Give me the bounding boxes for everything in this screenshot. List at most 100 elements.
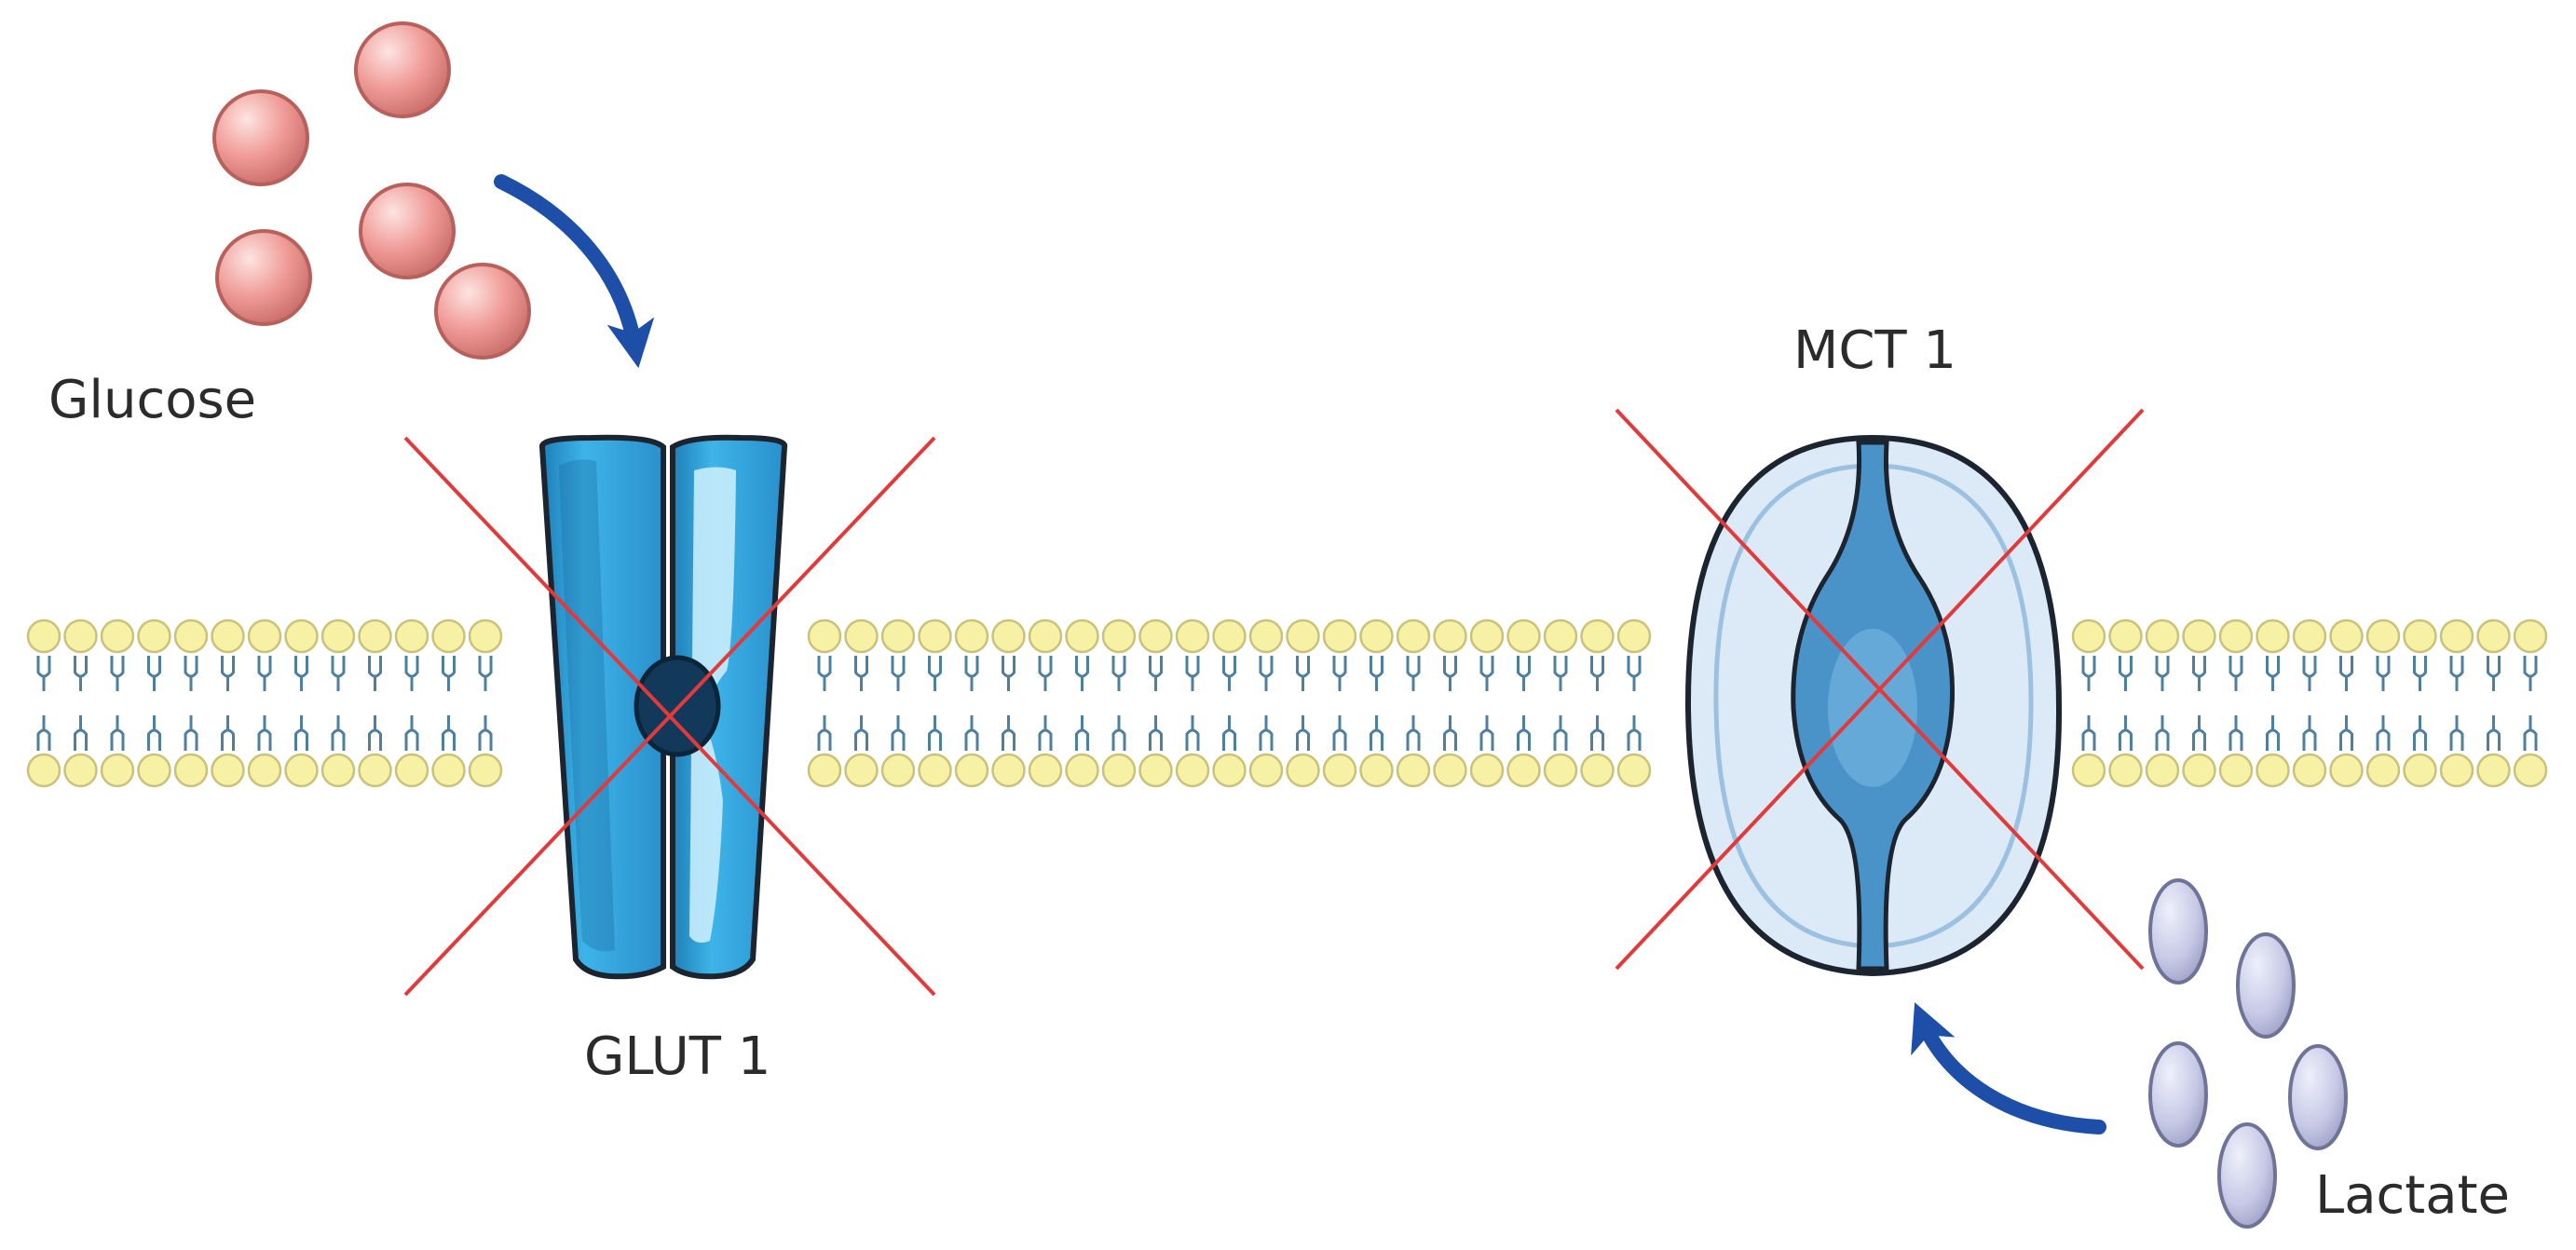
lipid-head: [137, 753, 171, 788]
lipid-tail: [294, 656, 308, 691]
lipid-head: [807, 753, 842, 788]
lipid-tail: [1553, 715, 1568, 751]
lipid-tail: [1185, 715, 1200, 751]
lipid-head: [247, 753, 282, 788]
lipid-head: [2439, 753, 2474, 788]
lipid-head: [2403, 753, 2437, 788]
lipid-head: [2256, 618, 2290, 654]
lipid-tail: [964, 715, 979, 751]
lipid-tail: [1627, 656, 1642, 691]
lipid-head: [137, 618, 171, 654]
lipid-tail: [368, 656, 382, 691]
lipid-tail: [1222, 715, 1236, 751]
lipid-head: [1175, 618, 1210, 654]
lipid-head: [1433, 753, 1467, 788]
lipid-head: [173, 753, 209, 788]
lipid-tail: [1296, 656, 1310, 691]
lipid-tail: [1479, 656, 1494, 691]
lipid-head: [468, 618, 503, 654]
lipid-tail: [2449, 715, 2464, 751]
lipid-tail: [221, 715, 235, 751]
lipid-head: [1065, 753, 1099, 788]
lipid-tail: [257, 715, 272, 751]
lipid-tail: [1406, 715, 1421, 751]
lipid-tail: [2155, 715, 2170, 751]
lipid-head: [2071, 618, 2106, 654]
lipid-tail: [2339, 656, 2353, 691]
lipid-head: [1359, 618, 1394, 654]
lipid-head: [2513, 753, 2548, 788]
lipid-tail: [2413, 715, 2427, 751]
lipid-head: [1101, 618, 1137, 654]
lipid-head: [954, 753, 989, 788]
lipid-tail: [184, 656, 198, 691]
lipid-head: [173, 618, 209, 654]
lipid-head: [1616, 618, 1652, 654]
lactate-molecule: [2148, 1041, 2208, 1148]
lipid-tail: [2228, 656, 2243, 691]
lipid-head: [2108, 753, 2143, 788]
lipid-head: [2365, 618, 2401, 654]
glucose-label: Glucose: [48, 370, 256, 430]
lipid-head: [918, 753, 952, 788]
lipid-tail: [2119, 656, 2133, 691]
lactate-label: Lactate: [2315, 1165, 2510, 1226]
lipid-head: [394, 618, 429, 654]
lipid-head: [1616, 753, 1652, 788]
lipid-tail: [1443, 715, 1457, 751]
red-x-cross-icon: [1615, 408, 2145, 971]
lipid-head: [211, 618, 245, 654]
lipid-head: [1101, 753, 1137, 788]
lipid-tail: [1002, 656, 1015, 691]
lipid-bilayer: [26, 618, 2548, 788]
lipid-head: [844, 618, 879, 654]
lipid-tail: [442, 715, 456, 751]
lipid-head: [1543, 753, 1578, 788]
lipid-head: [2365, 753, 2401, 788]
lipid-head: [844, 753, 879, 788]
glut1-highlight: [689, 467, 736, 944]
lipid-tail: [2266, 656, 2280, 691]
lipid-head: [2329, 618, 2364, 654]
lipid-tail: [36, 656, 51, 691]
lipid-tail: [1406, 656, 1421, 691]
lipid-head: [63, 618, 98, 654]
lipid-tail: [2449, 656, 2464, 691]
lipid-head: [1286, 618, 1320, 654]
lipid-tail: [817, 656, 832, 691]
curved-arrow-icon: [1911, 1002, 2106, 1135]
lipid-tail: [404, 656, 419, 691]
lipid-head: [1212, 618, 1247, 654]
lipid-tail: [1002, 715, 1015, 751]
lactate-molecules: [2148, 878, 2348, 1229]
lipid-tail: [257, 656, 272, 691]
lipid-head: [1580, 618, 1615, 654]
lipid-tail: [2081, 656, 2096, 691]
lipid-tail: [1038, 715, 1053, 751]
lipid-head: [284, 618, 319, 654]
lipid-tail: [1590, 656, 1604, 691]
lipid-head: [918, 618, 952, 654]
lipid-head: [247, 618, 282, 654]
lipid-tail: [2487, 656, 2501, 691]
mct1-transporter: [1684, 434, 2063, 977]
lipid-tail: [1553, 656, 1568, 691]
lipid-tail: [2081, 715, 2096, 751]
lipid-head: [1506, 753, 1541, 788]
lipid-tail: [2302, 656, 2317, 691]
lipid-head: [358, 618, 392, 654]
lipid-head: [211, 753, 245, 788]
lipid-tail: [478, 715, 493, 751]
lipid-head: [26, 753, 61, 788]
lipid-head: [1138, 753, 1173, 788]
lipid-head: [2476, 618, 2511, 654]
lipid-head: [1396, 753, 1431, 788]
lipid-tail: [1111, 656, 1126, 691]
glucose-molecule: [434, 263, 531, 360]
lipid-head: [1322, 753, 1357, 788]
lipid-head: [991, 618, 1026, 654]
glut1-transporter: [539, 434, 788, 980]
lipid-tail: [442, 656, 456, 691]
lipid-head: [2145, 753, 2180, 788]
